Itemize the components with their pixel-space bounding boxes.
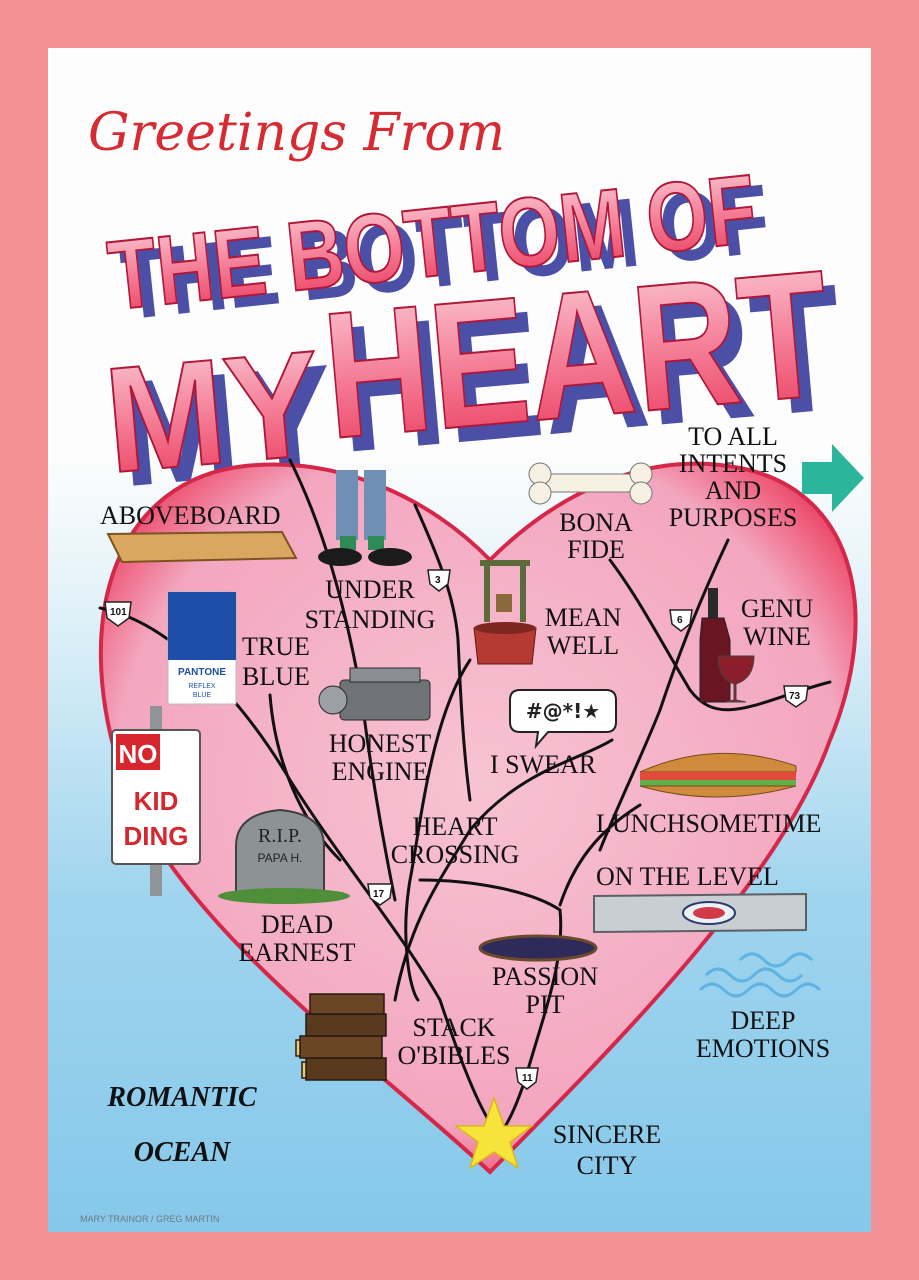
svg-text:STANDING: STANDING xyxy=(305,605,436,634)
svg-text:ENGINE: ENGINE xyxy=(332,757,429,786)
speech-bubble-icon: #@*!★ xyxy=(509,689,617,750)
route-shield-6: 6 xyxy=(669,609,693,632)
svg-text:EMOTIONS: EMOTIONS xyxy=(696,1034,830,1063)
engine-icon xyxy=(318,667,431,721)
svg-text:HEART: HEART xyxy=(412,812,497,841)
mean-well-label: MEAN WELL xyxy=(545,603,622,660)
svg-text:BONA: BONA xyxy=(559,508,633,537)
wine-bottle-icon xyxy=(699,588,755,703)
sincere-city-label: SINCERE CITY xyxy=(553,1120,661,1180)
svg-text:OCEAN: OCEAN xyxy=(134,1137,232,1168)
romantic-ocean-label: ROMANTIC OCEAN xyxy=(106,1082,257,1168)
svg-text:BLUE: BLUE xyxy=(193,692,212,699)
svg-text:AND: AND xyxy=(705,476,761,505)
stack-obibles-label: STACK O'BIBLES xyxy=(397,1013,510,1070)
route-shield-101: 101 xyxy=(104,601,132,627)
svg-text:3: 3 xyxy=(435,575,441,586)
understanding-label: UNDER STANDING xyxy=(305,575,436,634)
dead-earnest-label: DEAD EARNEST xyxy=(239,910,356,967)
route-shield-17: 17 xyxy=(367,883,393,906)
sandwich-icon xyxy=(639,752,797,798)
deep-emotions-label: DEEP EMOTIONS xyxy=(696,1006,830,1063)
no-kidding-sign: NO KID DING xyxy=(111,706,201,896)
svg-text:101: 101 xyxy=(110,607,127,618)
aboveboard-label: ABOVEBOARD xyxy=(100,501,281,530)
passion-pit-label: PASSION PIT xyxy=(492,962,598,1019)
lunchsometime-label: LUNCHSOMETIME xyxy=(596,809,821,838)
svg-text:CROSSING: CROSSING xyxy=(391,840,520,869)
arrow-right-icon xyxy=(802,444,864,512)
svg-text:R.I.P.: R.I.P. xyxy=(258,825,302,847)
svg-text:PAPA H.: PAPA H. xyxy=(258,851,303,865)
pantone-chip-icon: PANTONE REFLEX BLUE xyxy=(167,591,237,705)
svg-text:6: 6 xyxy=(677,615,683,626)
svg-text:CITY: CITY xyxy=(577,1151,638,1180)
genu-wine-label: GENU WINE xyxy=(741,594,813,651)
svg-text:PANTONE: PANTONE xyxy=(178,667,226,678)
tombstone-icon: R.I.P. PAPA H. xyxy=(218,808,350,904)
route-shield-3: 3 xyxy=(427,569,451,592)
svg-text:HONEST: HONEST xyxy=(329,729,432,758)
svg-text:PIT: PIT xyxy=(526,990,565,1019)
i-swear-label: I SWEAR xyxy=(490,750,597,779)
svg-text:O'BIBLES: O'BIBLES xyxy=(397,1041,510,1070)
svg-text:PURPOSES: PURPOSES xyxy=(669,503,798,532)
waves-icon xyxy=(698,952,822,998)
postcard-artwork: Greetings From THE BOTTOM OF THE BOTTOM … xyxy=(80,103,864,1224)
spirit-level-icon xyxy=(593,892,807,934)
honest-engine-label: HONEST ENGINE xyxy=(329,729,432,786)
svg-text:EARNEST: EARNEST xyxy=(239,938,356,967)
bone-icon xyxy=(528,462,653,505)
svg-text:DING: DING xyxy=(124,821,189,851)
svg-text:INTENTS: INTENTS xyxy=(679,449,787,478)
svg-text:NO: NO xyxy=(119,739,158,769)
intents-label: TO ALL INTENTS AND PURPOSES xyxy=(669,422,798,532)
books-icon xyxy=(295,993,387,1081)
svg-text:17: 17 xyxy=(373,889,385,900)
svg-text:SINCERE: SINCERE xyxy=(553,1120,661,1149)
svg-text:73: 73 xyxy=(789,691,801,702)
route-shield-11: 11 xyxy=(515,1067,539,1090)
title-heart-text: HEART xyxy=(316,233,837,477)
svg-text:TO ALL: TO ALL xyxy=(688,422,778,451)
heart-crossing-label: HEART CROSSING xyxy=(391,812,520,869)
svg-text:REFLEX: REFLEX xyxy=(188,683,216,690)
legs-icon xyxy=(318,470,412,566)
title-heart-shadow: HEART xyxy=(330,247,851,491)
svg-text:KID: KID xyxy=(134,786,179,816)
pit-icon xyxy=(478,934,598,962)
route-shield-73: 73 xyxy=(783,685,809,708)
bona-fide-label: BONA FIDE xyxy=(559,508,633,564)
true-blue-label: TRUE BLUE xyxy=(242,632,310,691)
svg-text:GENU: GENU xyxy=(741,594,813,623)
svg-text:TRUE: TRUE xyxy=(242,632,310,661)
svg-text:BLUE: BLUE xyxy=(242,662,310,691)
star-icon xyxy=(453,1095,535,1170)
svg-text:PASSION: PASSION xyxy=(492,962,598,991)
board-icon xyxy=(106,530,298,564)
svg-text:WELL: WELL xyxy=(547,631,619,660)
svg-text:UNDER: UNDER xyxy=(325,575,415,604)
svg-text:ROMANTIC: ROMANTIC xyxy=(106,1082,257,1113)
svg-text:FIDE: FIDE xyxy=(567,535,625,564)
on-the-level-label: ON THE LEVEL xyxy=(596,862,779,891)
svg-text:DEEP: DEEP xyxy=(731,1006,796,1035)
svg-text:DEAD: DEAD xyxy=(261,910,333,939)
svg-text:STACK: STACK xyxy=(412,1013,495,1042)
svg-text:11: 11 xyxy=(522,1073,533,1084)
svg-text:MEAN: MEAN xyxy=(545,603,622,632)
wishing-well-icon xyxy=(473,560,537,665)
greeting-text: Greetings From xyxy=(88,103,505,163)
artist-credit: MARY TRAINOR / GREG MARTIN xyxy=(80,1214,219,1224)
svg-text:WINE: WINE xyxy=(743,622,811,651)
postcard-face: Greetings From THE BOTTOM OF THE BOTTOM … xyxy=(48,48,871,1232)
svg-text:#@*!★: #@*!★ xyxy=(526,699,600,723)
